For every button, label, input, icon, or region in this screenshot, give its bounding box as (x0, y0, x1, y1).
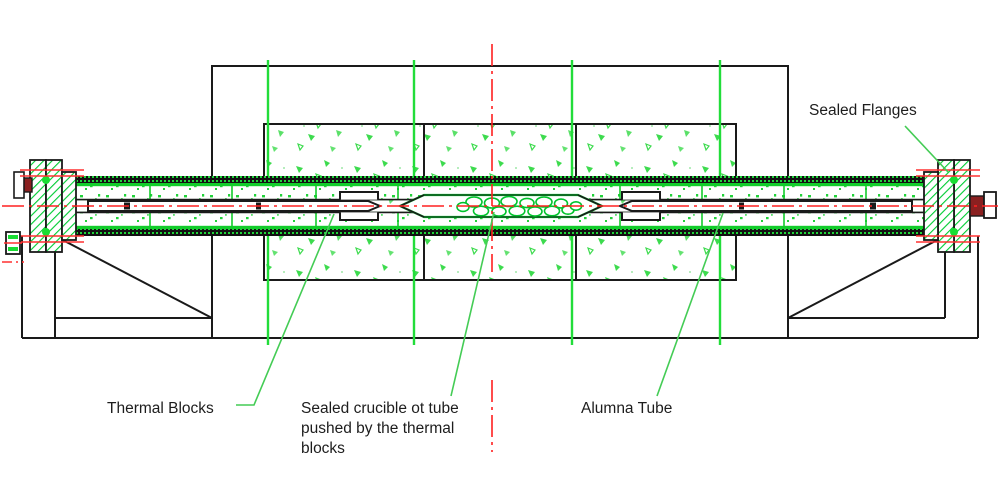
detached-bolt-nut-detail (2, 231, 24, 263)
leader-alumna-tube (656, 212, 724, 397)
leader-sealed-flanges (904, 125, 949, 173)
label-sealed-flanges: Sealed Flanges (809, 102, 917, 119)
leader-sealed-crucible (450, 211, 495, 397)
hot-zone-chamber-walls (339, 191, 661, 221)
leader-thermal-blocks (236, 213, 335, 406)
label-sealed-crucible: Sealed crucible ot tube pushed by the th… (301, 400, 459, 457)
label-alumna-tube: Alumna Tube (581, 400, 673, 417)
crucible-tip-detail (399, 194, 603, 218)
right-flange-gas-port (969, 191, 997, 219)
leader-lines (236, 125, 949, 406)
label-thermal-blocks: Thermal Blocks (107, 400, 214, 417)
left-triangular-support-bracket (21, 235, 213, 339)
